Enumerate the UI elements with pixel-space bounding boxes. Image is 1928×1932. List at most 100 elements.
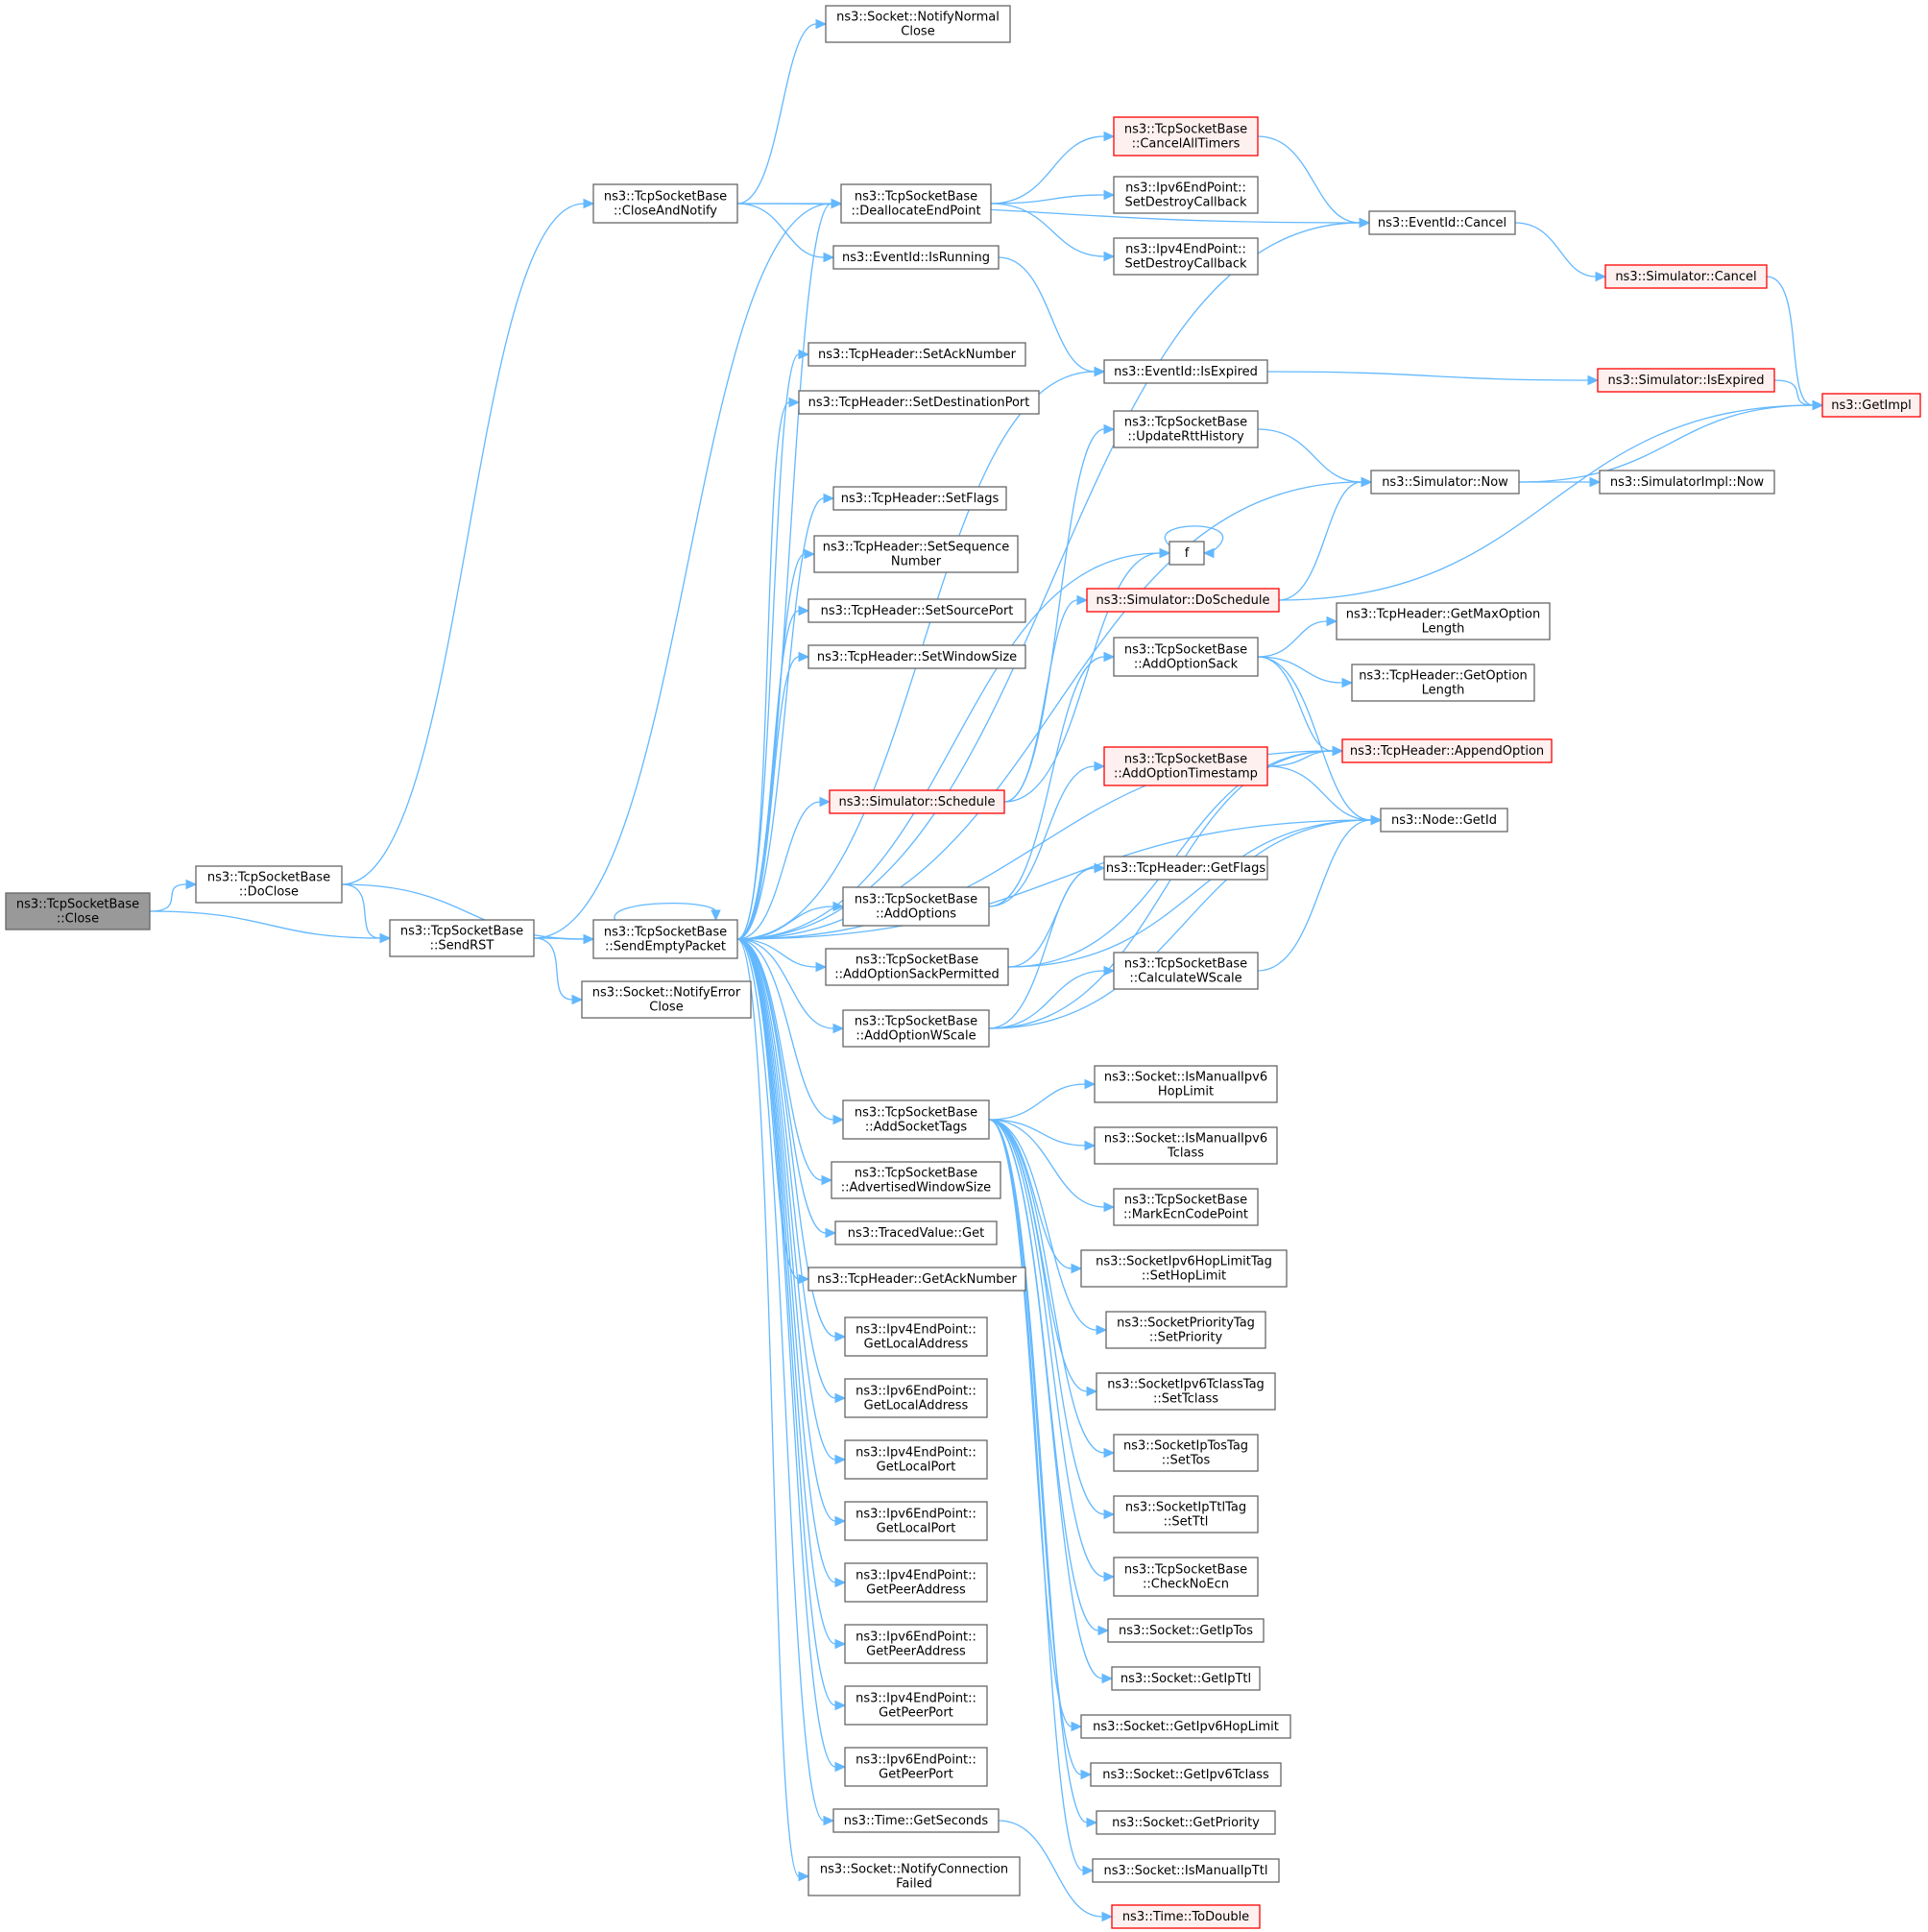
node-ipv6peeraddr[interactable]: ns3::Ipv6EndPoint::GetPeerAddress [844,1624,988,1664]
node-ipv6destroy[interactable]: ns3::Ipv6EndPoint::SetDestroyCallback [1113,176,1259,214]
edge-line [533,203,832,939]
node-schedule[interactable]: ns3::Simulator::Schedule [829,789,1005,814]
node-label-line: GetLocalAddress [864,1338,969,1352]
node-ipv6peerport[interactable]: ns3::Ipv6EndPoint::GetPeerPort [844,1747,988,1787]
node-label-line: SetDestroyCallback [1124,257,1247,272]
edge-sendempty-to-addoptsackperm [736,938,828,973]
node-label-line: ns3::Time::ToDouble [1122,1910,1249,1924]
node-updatertt[interactable]: ns3::TcpSocketBase::UpdateRttHistory [1113,410,1259,448]
edge-sendempty-to-setack [736,349,810,940]
node-getflags[interactable]: ns3::TcpHeader::GetFlags [1103,856,1268,881]
node-appendopt[interactable]: ns3::TcpHeader::AppendOption [1341,738,1553,763]
node-isexpired[interactable]: ns3::EventId::IsExpired [1103,359,1268,384]
edge-sendrst-to-dealloc [533,198,843,939]
edge-line [149,910,381,939]
node-markecn[interactable]: ns3::TcpSocketBase::MarkEcnCodePoint [1113,1188,1259,1226]
edge-sendempty-to-getseconds [736,938,835,1826]
node-box [1080,1714,1291,1739]
node-setwin[interactable]: ns3::TcpHeader::SetWindowSize [807,644,1026,669]
node-settos[interactable]: ns3::SocketIpTosTag::SetTos [1113,1434,1259,1472]
node-ipv4peeraddr[interactable]: ns3::Ipv4EndPoint::GetPeerAddress [844,1562,988,1603]
node-addoptsackperm[interactable]: ns3::TcpSocketBase::AddOptionSackPermitt… [825,948,1009,986]
node-ipv4locport[interactable]: ns3::Ipv4EndPoint::GetLocalPort [844,1439,988,1480]
node-label-line: ns3::TcpSocketBase [1124,643,1247,658]
node-getipv6tclass[interactable]: ns3::Socket::GetIpv6Tclass [1090,1762,1282,1787]
node-setdst[interactable]: ns3::TcpHeader::SetDestinationPort [798,390,1040,415]
node-advwin[interactable]: ns3::TcpSocketBase::AdvertisedWindowSize [831,1161,1001,1199]
node-addsockettags[interactable]: ns3::TcpSocketBase::AddSocketTags [842,1099,990,1140]
edge-doclose-to-closeandnotify [341,198,595,885]
node-getiptos[interactable]: ns3::Socket::GetIpTos [1107,1618,1265,1643]
node-getipv6hop[interactable]: ns3::Socket::GetIpv6HopLimit [1080,1714,1291,1739]
node-ipv4peerport[interactable]: ns3::Ipv4EndPoint::GetPeerPort [844,1685,988,1726]
node-simimplnow[interactable]: ns3::SimulatorImpl::Now [1599,470,1775,495]
edge-arrowhead [1084,1078,1097,1090]
node-dealloc[interactable]: ns3::TcpSocketBase::DeallocateEndPoint [840,183,992,224]
node-ipv4destroy[interactable]: ns3::Ipv4EndPoint::SetDestroyCallback [1113,237,1259,276]
node-ipv4locaddr[interactable]: ns3::Ipv4EndPoint::GetLocalAddress [844,1316,988,1357]
node-canceltimers[interactable]: ns3::TcpSocketBase::CancelAllTimers [1113,116,1259,157]
node-doclose[interactable]: ns3::TcpSocketBase::DoClose [195,865,343,904]
node-tracedget[interactable]: ns3::TracedValue::Get [834,1220,998,1245]
edge-line [341,883,381,939]
node-todouble[interactable]: ns3::Time::ToDouble [1111,1904,1261,1929]
node-addoptions[interactable]: ns3::TcpSocketBase::AddOptions [842,886,990,927]
node-getimpl[interactable]: ns3::GetImpl [1821,393,1921,418]
edge-arrowhead [798,349,810,360]
node-setttl[interactable]: ns3::SocketIpTtlTag::SetTtl [1113,1495,1259,1534]
node-getseconds[interactable]: ns3::Time::GetSeconds [832,1808,1000,1833]
node-doschedule[interactable]: ns3::Simulator::DoSchedule [1086,588,1280,613]
node-setflags[interactable]: ns3::TcpHeader::SetFlags [832,486,1007,511]
node-simisexpired[interactable]: ns3::Simulator::IsExpired [1597,368,1775,393]
node-close[interactable]: ns3::TcpSocketBase::Close [5,892,151,930]
node-box [1341,738,1553,763]
node-settclass[interactable]: ns3::SocketIpv6TclassTag::SetTclass [1096,1372,1276,1411]
node-f[interactable]: f [1169,541,1205,566]
edge-line [736,906,834,940]
node-simnow[interactable]: ns3::Simulator::Now [1370,470,1520,495]
node-sendempty[interactable]: ns3::TcpSocketBase::SendEmptyPacket [592,919,738,959]
node-box [834,1220,998,1245]
node-simcancel[interactable]: ns3::Simulator::Cancel [1604,264,1768,289]
node-box [798,390,1040,415]
node-ipv6locaddr[interactable]: ns3::Ipv6EndPoint::GetLocalAddress [844,1378,988,1418]
node-sethoplimit[interactable]: ns3::SocketIpv6HopLimitTag::SetHopLimit [1080,1249,1288,1288]
node-checknoecn[interactable]: ns3::TcpSocketBase::CheckNoEcn [1113,1557,1259,1597]
node-box [1113,116,1259,157]
node-closeandnotify[interactable]: ns3::TcpSocketBase::CloseAndNotify [592,183,738,224]
node-box [1113,1188,1259,1226]
node-getipttl[interactable]: ns3::Socket::GetIpTtl [1111,1666,1261,1691]
node-box [844,1501,988,1541]
node-label-line: ns3::SocketIpTtlTag [1125,1501,1246,1515]
node-eventcancel[interactable]: ns3::EventId::Cancel [1368,210,1516,235]
edge-line [736,938,836,1583]
edge-closeandnotify-to-isrunning [736,203,835,263]
node-box [1113,1557,1259,1597]
node-ipv6locport[interactable]: ns3::Ipv6EndPoint::GetLocalPort [844,1501,988,1541]
node-sendrst[interactable]: ns3::TcpSocketBase::SendRST [389,919,535,957]
node-setack[interactable]: ns3::TcpHeader::SetAckNumber [807,342,1026,367]
node-getpriority[interactable]: ns3::Socket::GetPriority [1096,1810,1276,1835]
node-isrunning[interactable]: ns3::EventId::IsRunning [832,245,1000,270]
node-addoptsack[interactable]: ns3::TcpSocketBase::AddOptionSack [1113,637,1259,677]
node-label-line: ns3::GetImpl [1831,398,1912,413]
node-ismanualipttl[interactable]: ns3::Socket::IsManualIpTtl [1092,1858,1280,1883]
node-calcwscale[interactable]: ns3::TcpSocketBase::CalculateWScale [1113,952,1259,990]
node-label-line: ns3::TcpSocketBase [1124,957,1247,972]
edge-line [988,970,1105,1029]
node-addoptwscale[interactable]: ns3::TcpSocketBase::AddOptionWScale [842,1009,990,1048]
node-getacknum[interactable]: ns3::TcpHeader::GetAckNumber [807,1267,1026,1292]
node-addoptts[interactable]: ns3::TcpSocketBase::AddOptionTimestamp [1103,746,1268,786]
node-setpriority[interactable]: ns3::SocketPriorityTag::SetPriority [1105,1311,1266,1349]
node-nodegetid[interactable]: ns3::Node::GetId [1380,808,1508,833]
node-setsrc[interactable]: ns3::TcpHeader::SetSourcePort [807,598,1026,623]
edge-addsockettags-to-getpriority [988,1119,1098,1828]
